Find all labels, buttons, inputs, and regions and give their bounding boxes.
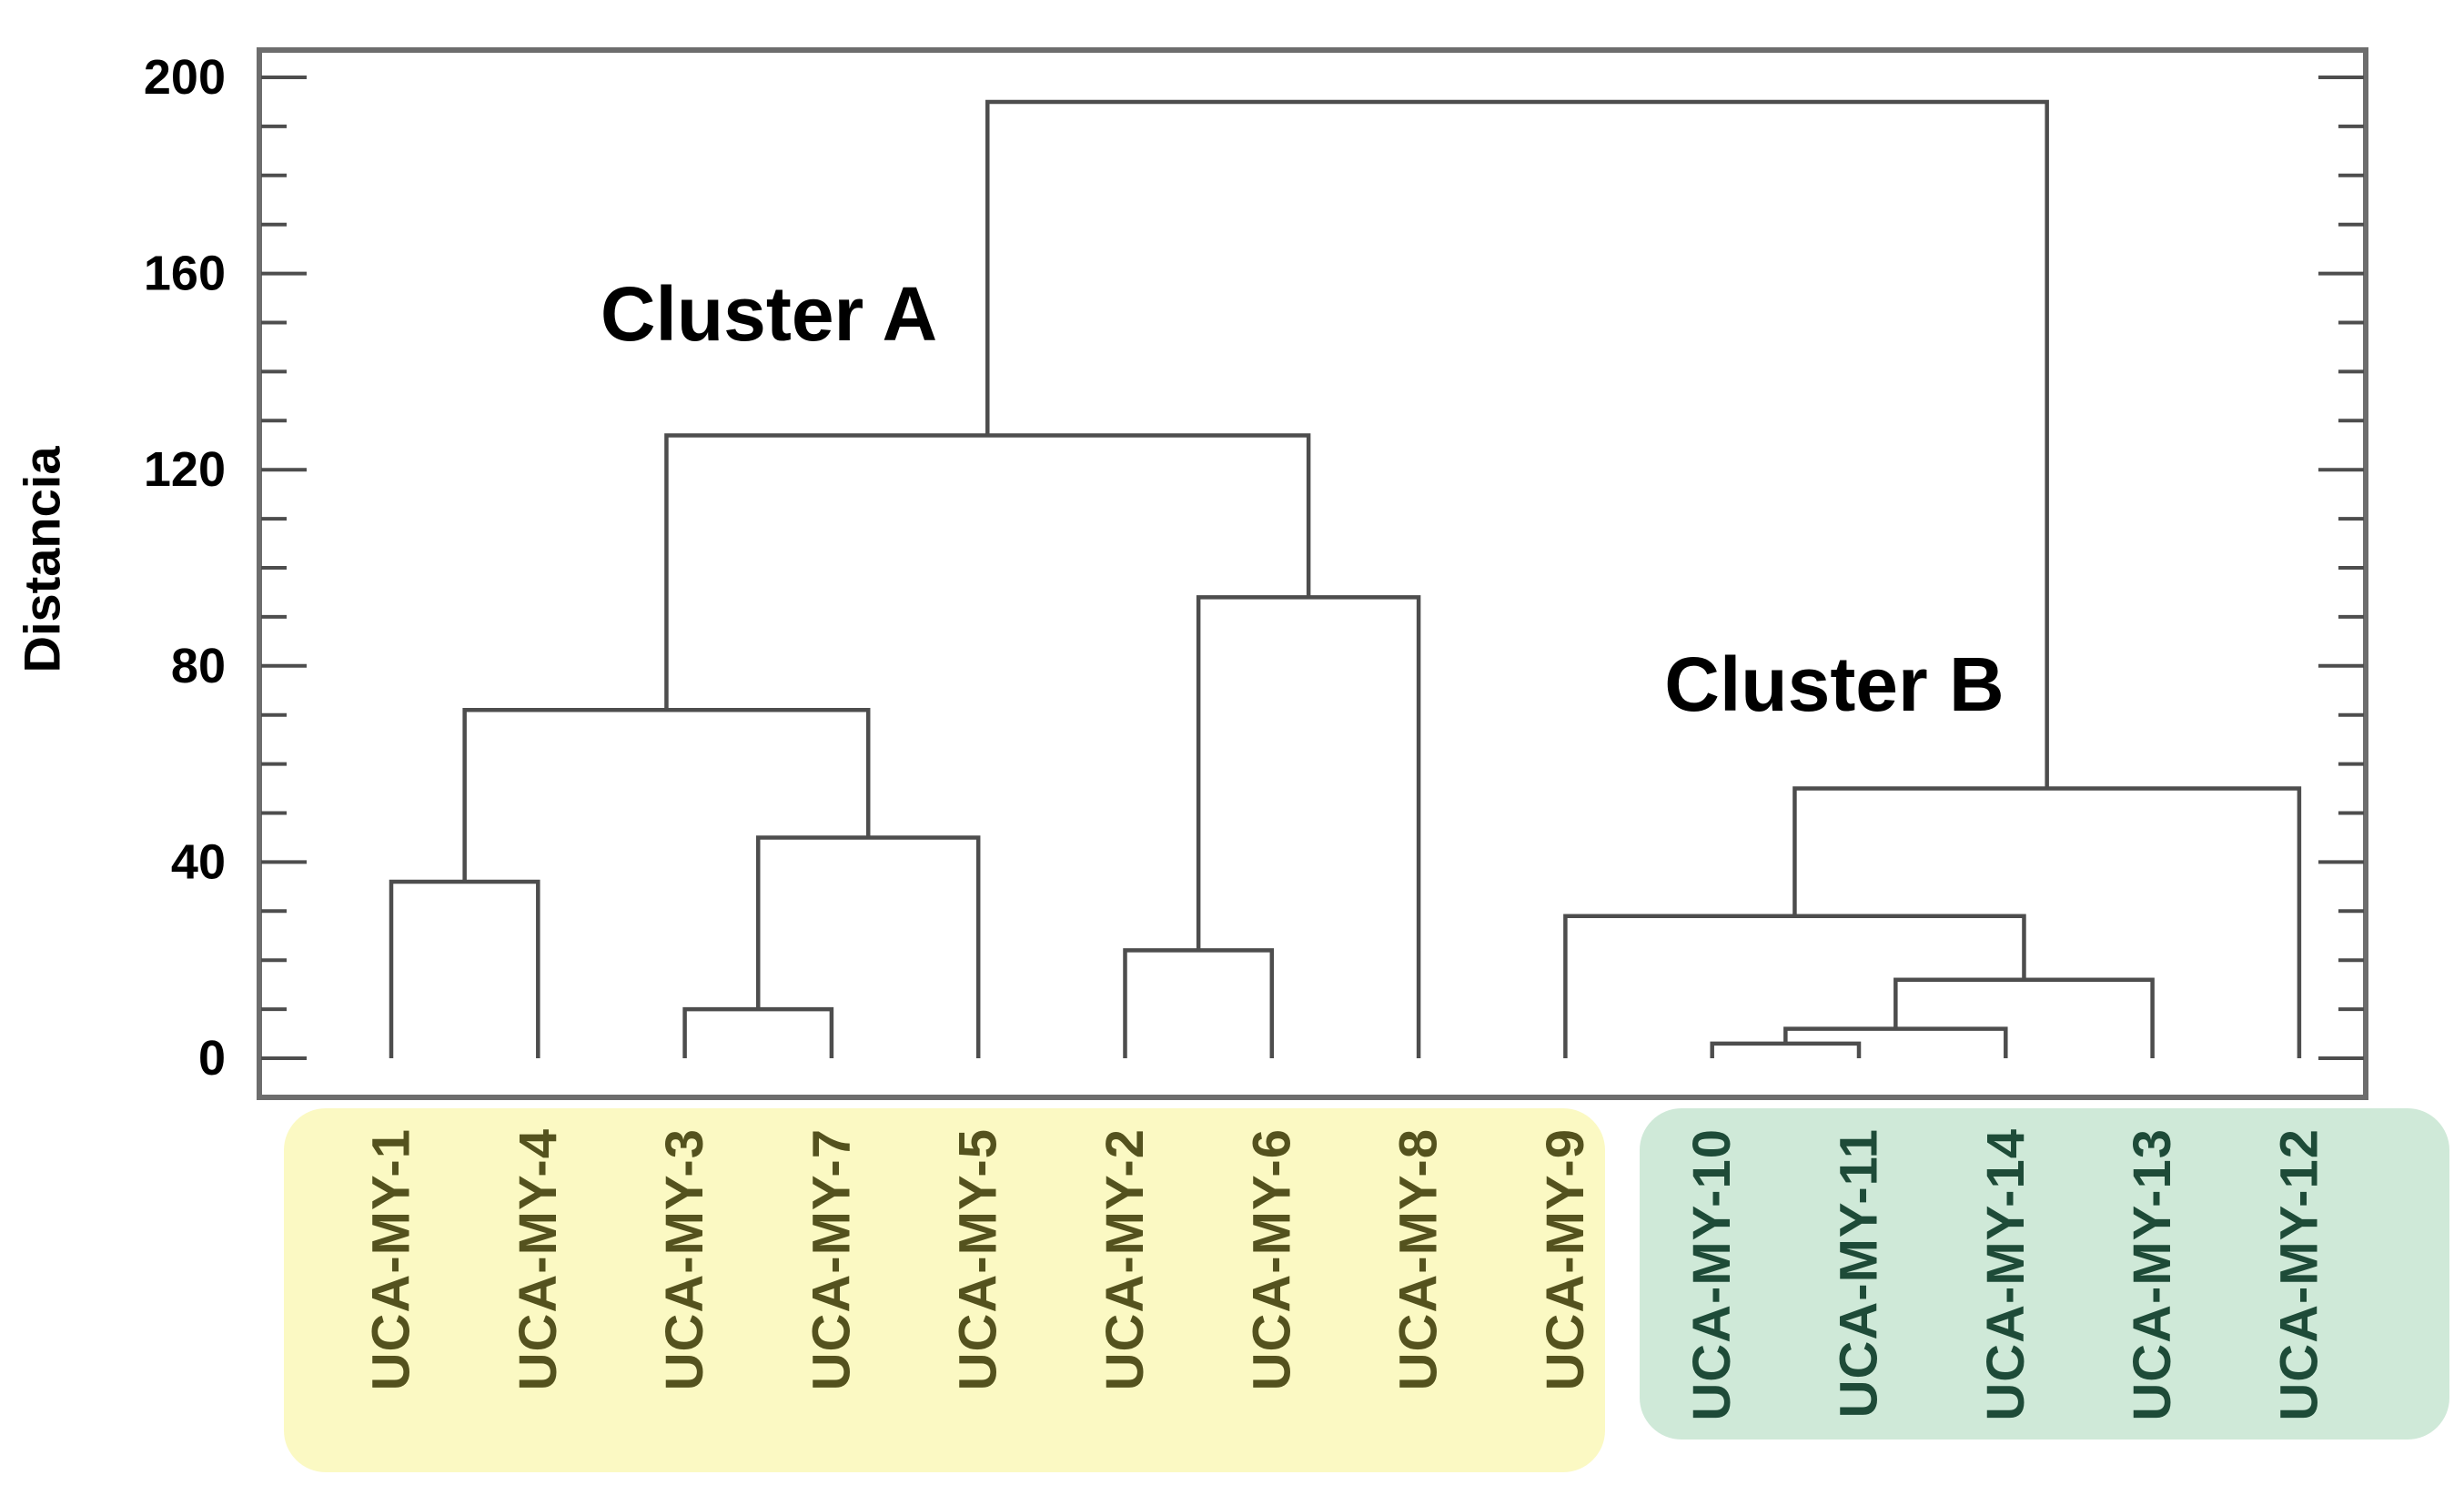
dendrogram-branch-n10 [1893,977,2155,1058]
leaf-label-uca-my-11: UCA-MY-11 [1830,1128,1889,1418]
y-tick-label-40: 40 [171,834,226,889]
cluster-boxes [284,1108,2449,1472]
dendrogram-branch-n8 [1710,1041,1862,1058]
leaf-label-uca-my-14: UCA-MY-14 [1976,1128,2035,1421]
y-tick-label-160: 160 [144,247,226,301]
plot-frame-rect [257,47,2368,1100]
leaf-label-uca-my-13: UCA-MY-13 [2123,1128,2182,1421]
plot-frame [257,47,2368,1100]
dendrogram-branch-n4 [462,708,871,882]
dendrogram-branch-n7 [664,433,1311,711]
y-axis-title: Distancia [14,446,71,673]
dendrogram-branch-n1 [389,879,540,1058]
leaf-label-uca-my-9: UCA-MY-9 [1536,1128,1595,1390]
y-tick-label-80: 80 [171,639,226,693]
y-tick-label-200: 200 [144,50,226,105]
leaf-label-uca-my-12: UCA-MY-12 [2269,1128,2328,1421]
cluster-a-annotation: Cluster A [601,271,937,357]
dendrogram-branch-n11 [1563,914,2026,1058]
leaf-label-uca-my-3: UCA-MY-3 [655,1128,714,1390]
y-tick-label-0: 0 [198,1031,226,1086]
leaf-labels: UCA-MY-1 UCA-MY-4 UCA-MY-3 UCA-MY-7 UCA-MY-5… [362,1128,2329,1421]
cluster-box-b [1640,1108,2449,1440]
leaf-label-uca-my-2: UCA-MY-2 [1096,1128,1155,1390]
leaf-label-uca-my-8: UCA-MY-8 [1389,1128,1449,1390]
dendrogram-branch-n12 [1792,786,2302,1058]
dendrogram-branch-n13 [985,99,2049,789]
leaf-label-uca-my-4: UCA-MY-4 [509,1128,568,1390]
axis-ticks [261,76,2364,1060]
leaf-label-uca-my-10: UCA-MY-10 [1682,1128,1742,1421]
leaf-label-uca-my-5: UCA-MY-5 [949,1128,1008,1390]
dendrogram-branch-n3 [756,835,981,1058]
leaf-label-uca-my-7: UCA-MY-7 [802,1128,861,1390]
dendrogram-branches [389,99,2302,1058]
y-tick-labels: 0 40 80 120 160 200 [144,50,226,1086]
dendrogram-branch-n2 [682,1006,834,1058]
leaf-label-uca-my-6: UCA-MY-6 [1242,1128,1301,1390]
dendrogram-branch-n6 [1196,595,1421,1058]
y-tick-label-120: 120 [144,442,226,497]
leaf-label-uca-my-1: UCA-MY-1 [362,1128,421,1390]
cluster-b-annotation: Cluster B [1664,641,2004,727]
dendrogram-branch-n5 [1123,948,1275,1058]
cluster-box-a [284,1108,1605,1472]
